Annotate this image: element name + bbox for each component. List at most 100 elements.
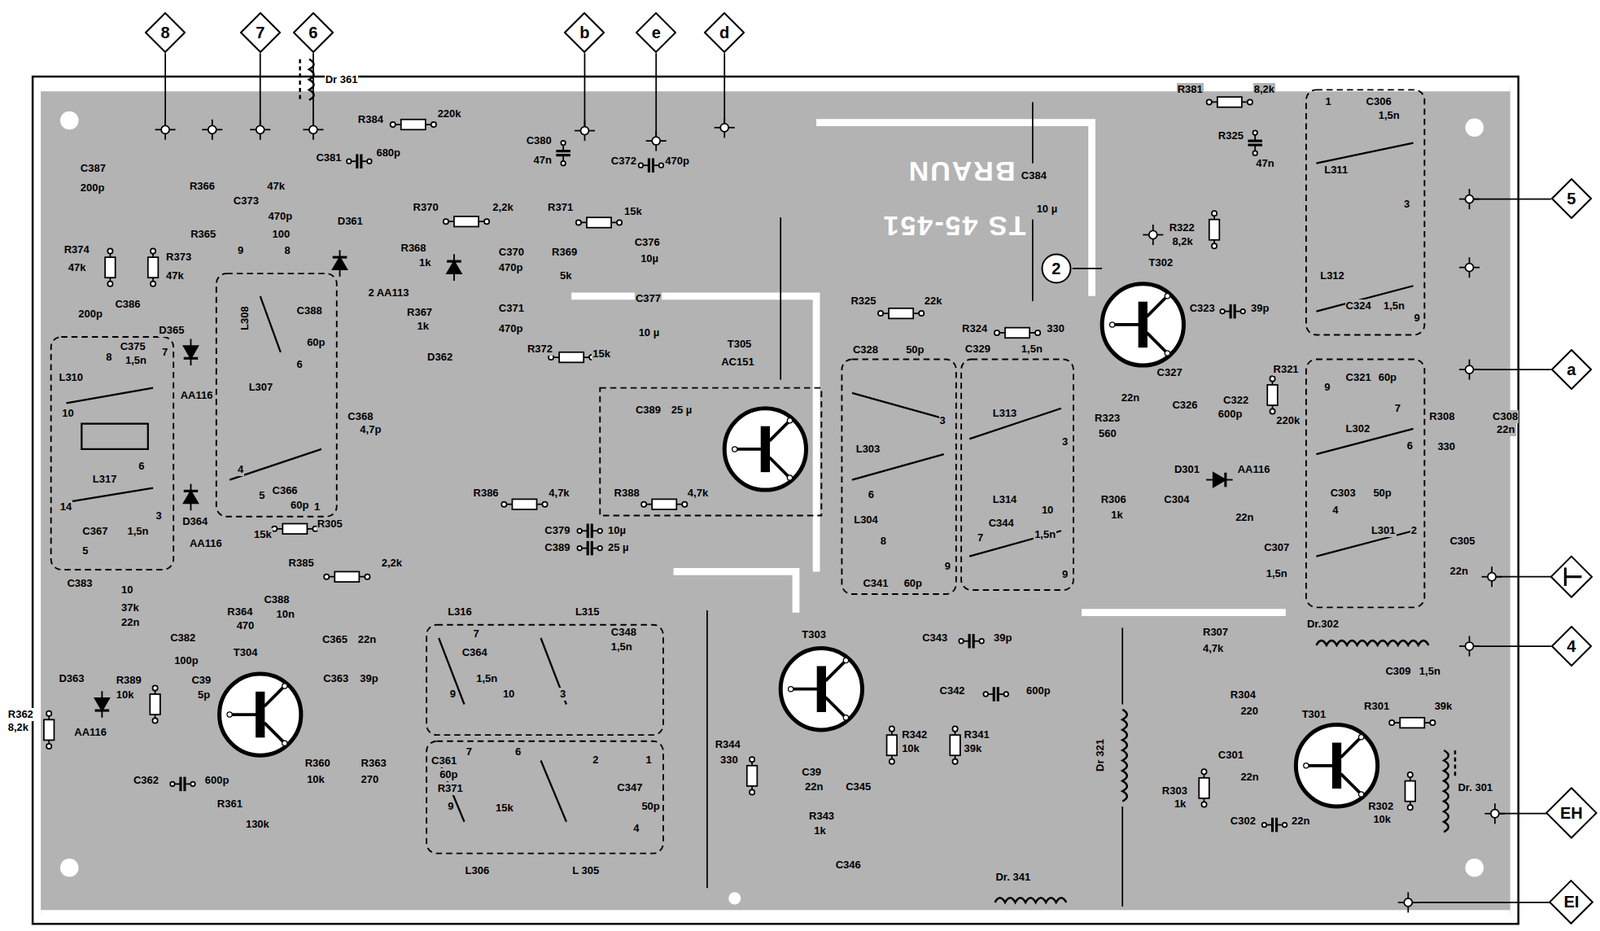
part-label: 50p [1372,486,1392,500]
part-label: L 305 [571,864,600,878]
part-label: 5 [81,544,89,558]
part-label: 50p [904,343,925,357]
diode-symbols [95,249,1233,718]
part-label: L310 [57,371,84,385]
part-label: 50p [640,800,661,814]
pcb-traces [40,87,1511,914]
part-label: 200p [79,181,106,195]
part-label: R372 [526,342,554,356]
part-label: 4 [1331,503,1339,517]
part-label: C389 [634,403,662,417]
part-label: 7 [1394,402,1402,416]
brand-logo: TS 45-451 [881,210,1028,242]
part-label: 1,5n [610,640,634,654]
part-label: 25 µ [670,403,694,417]
part-label: R308 [1428,410,1456,424]
part-label: 1,5n [124,354,148,368]
part-label: C323 [1189,301,1216,315]
part-label: C373 [232,194,260,208]
part-label: C377 [634,292,662,306]
part-label: 3 [1403,197,1411,211]
part-label: C348 [610,625,638,639]
capacitor-symbols [170,130,1287,832]
part-label: C327 [1156,366,1184,380]
part-label: 9 [1061,568,1069,582]
part-label: 3 [1061,435,1069,449]
part-label: 15k [623,205,643,219]
part-label: 9 [446,800,455,814]
terminal-label: 8 [161,23,171,42]
part-label: 14 [59,500,73,514]
part-label: R366 [188,179,216,193]
part-label: 470p [664,154,691,168]
part-label: 5 [257,489,266,503]
part-label: 7 [472,627,481,641]
part-label: R374 [63,243,91,257]
terminal-label: 7 [255,23,265,42]
part-label: 3 [155,509,163,523]
part-label: 2 [1410,524,1418,538]
part-label: 10 [1040,503,1054,517]
part-label: 2,2k [491,201,514,215]
test-points [155,117,1506,913]
part-label: 330 [719,753,739,767]
part-label: R373 [165,250,193,264]
terminal-label: 5 [1566,189,1576,208]
part-label: 1k [813,824,827,838]
part-label: R369 [550,245,578,259]
part-label: 37k [120,601,140,615]
part-label: 1,5n [126,524,149,538]
part-label: 47k [67,261,88,275]
part-label: C368 [346,410,374,424]
part-label: C382 [169,631,197,645]
part-label: 6 [514,745,522,759]
part-label: 9 [1413,311,1421,325]
part-label: T303 [800,628,827,642]
part-label: D301 [1173,463,1201,477]
part-label: Dr. 341 [994,870,1032,884]
part-label: 8,2k [1253,83,1276,97]
part-label: C341 [861,577,889,591]
part-label: C375 [119,340,147,354]
part-label: R344 [714,738,742,752]
part-label: C372 [610,154,638,168]
part-label: D363 [57,672,85,686]
part-label: R305 [316,517,344,531]
part-label: R365 [189,227,217,241]
part-label: C376 [633,236,661,250]
part-label: L301 [1370,524,1397,538]
part-label: D361 [336,214,364,228]
part-label: 7 [465,745,473,759]
part-label: C39 [800,765,822,779]
part-label: T305 [726,337,753,351]
part-label: 1 [1324,95,1332,109]
part-label: L316 [446,605,473,619]
part-label: D364 [181,515,209,529]
part-label: 15k [494,801,515,815]
part-label: 10µ [639,252,660,266]
part-label: 60p [306,336,326,350]
part-label: 1,5n [1033,528,1057,542]
part-label: 1k [1173,797,1187,811]
part-label: C345 [844,780,872,794]
part-label: 6 [296,358,304,372]
part-label: R371 [437,782,464,796]
part-label: R323 [1093,411,1121,425]
part-label: T304 [232,646,259,660]
wires [165,52,1552,907]
part-label: L308 [238,305,252,332]
part-label: 9 [1323,380,1331,394]
part-label: R371 [546,201,574,215]
part-label: 3 [559,687,567,701]
part-label: 9 [449,687,457,701]
part-label: L311 [1323,163,1349,177]
part-label: R386 [472,486,500,500]
connector-diamond: EH [1545,786,1598,840]
part-label: 8,2k [7,721,30,735]
part-label: 100 [271,227,292,241]
part-label: C328 [852,343,879,357]
part-label: 22n [1120,391,1141,405]
part-label: 47k [266,179,286,193]
part-label: 6 [1406,439,1414,453]
terminal-label: a [1566,360,1576,379]
